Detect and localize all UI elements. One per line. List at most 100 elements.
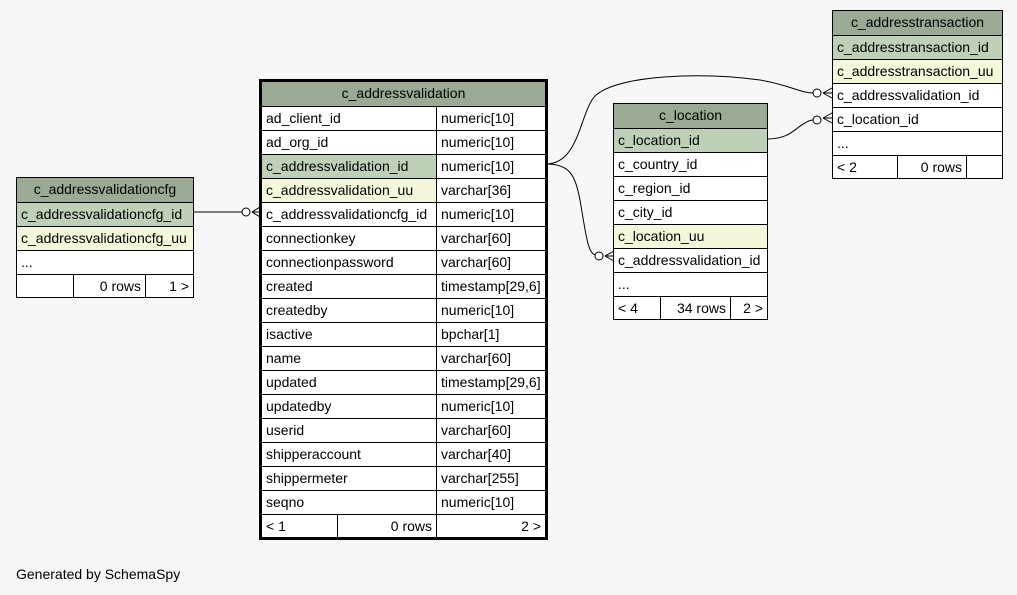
column-type: numeric[10] (436, 131, 545, 154)
column-name: c_addressvalidationcfg_uu (17, 227, 193, 250)
table-header: c_location (614, 104, 767, 128)
edge-addressvalidation-to-addresstransaction (545, 75, 815, 165)
column-row[interactable]: c_location_id (833, 107, 1002, 131)
column-row[interactable]: c_addressvalidation_id (614, 248, 767, 272)
table-c-addresstransaction[interactable]: c_addresstransaction c_addresstransactio… (832, 10, 1003, 179)
column-row[interactable]: c_addresstransaction_id (833, 35, 1002, 59)
column-name: c_location_id (837, 111, 919, 127)
table-c-addressvalidation[interactable]: c_addressvalidation ad_client_id numeric[… (259, 79, 548, 540)
column-type: bpchar[1] (436, 323, 545, 346)
column-name: seqno (266, 494, 305, 510)
edge-crowfoot-marker (604, 250, 615, 262)
column-name: c_addressvalidation_uu (262, 179, 436, 202)
column-type: numeric[10] (436, 299, 545, 322)
column-row[interactable]: c_location_uu (614, 224, 767, 248)
column-row[interactable]: c_country_id (614, 152, 767, 176)
footer-children-link[interactable]: 2 > (730, 297, 767, 320)
column-name: shipperaccount (266, 446, 361, 462)
column-name: c_city_id (618, 204, 673, 220)
column-row[interactable]: shipperaccount varchar[40] (262, 442, 545, 466)
column-name: c_addressvalidation_id (618, 252, 761, 268)
edge-location-to-addresstransaction (766, 119, 815, 140)
column-name: c_addressvalidationcfg_id (266, 206, 428, 222)
table-footer: 0 rows 1 > (17, 274, 193, 298)
column-row[interactable]: c_city_id (614, 200, 767, 224)
column-name: ... (618, 276, 630, 292)
column-row[interactable]: createdby numeric[10] (262, 298, 545, 322)
column-name: ad_org_id (266, 134, 329, 150)
footer-parents-link[interactable]: < 4 (618, 300, 638, 316)
column-type: numeric[10] (436, 107, 545, 130)
column-name: created (266, 278, 313, 294)
column-row[interactable]: connectionkey varchar[60] (262, 226, 545, 250)
column-name: c_addressvalidation_id (837, 87, 980, 103)
column-row[interactable]: created timestamp[29,6] (262, 274, 545, 298)
table-name: c_location (614, 104, 767, 128)
column-row[interactable]: updatedby numeric[10] (262, 394, 545, 418)
column-type: timestamp[29,6] (436, 275, 545, 298)
table-c-location[interactable]: c_location c_location_id c_country_id c_… (613, 103, 768, 320)
column-row[interactable]: c_addressvalidationcfg_uu (17, 226, 193, 250)
column-name: c_location_id (614, 129, 767, 152)
table-footer: < 2 0 rows (833, 155, 1002, 179)
column-type: varchar[60] (436, 419, 545, 442)
column-type: numeric[10] (436, 491, 545, 514)
table-name: c_addresstransaction (833, 11, 1002, 35)
column-row[interactable]: ... (17, 250, 193, 274)
column-name: connectionkey (266, 230, 356, 246)
footer-row-count: 34 rows (660, 297, 730, 320)
table-c-addressvalidationcfg[interactable]: c_addressvalidationcfg c_addressvalidati… (16, 177, 194, 298)
column-name: ... (21, 254, 33, 270)
column-row[interactable]: c_addressvalidationcfg_id (17, 202, 193, 226)
column-name: ... (837, 135, 849, 151)
column-type: numeric[10] (436, 395, 545, 418)
column-name: c_addresstransaction_id (833, 36, 1002, 59)
generated-by-text: Generated by SchemaSpy (16, 566, 181, 582)
table-name: c_addressvalidationcfg (17, 178, 193, 202)
footer-row-count: 0 rows (337, 515, 436, 538)
column-row[interactable]: seqno numeric[10] (262, 490, 545, 514)
column-name: updatedby (266, 398, 332, 414)
footer-parents-link[interactable]: < 1 (266, 518, 286, 534)
column-row[interactable]: ... (833, 131, 1002, 155)
edge-crowfoot-marker (822, 87, 833, 99)
footer-row-count: 0 rows (73, 275, 145, 298)
column-name: c_addresstransaction_uu (833, 60, 1002, 83)
table-header: c_addressvalidation (262, 82, 545, 106)
column-row[interactable]: ad_org_id numeric[10] (262, 130, 545, 154)
edge-crowfoot-marker (251, 206, 261, 218)
column-row[interactable]: c_addressvalidation_id (833, 83, 1002, 107)
column-type: varchar[60] (436, 227, 545, 250)
column-row[interactable]: ... (614, 272, 767, 296)
column-name: c_country_id (618, 156, 698, 172)
column-row[interactable]: c_location_id (614, 128, 767, 152)
edge-optional-marker (241, 207, 251, 217)
footer-children-link[interactable] (966, 156, 1002, 179)
column-name: createdby (266, 302, 328, 318)
column-row[interactable]: c_region_id (614, 176, 767, 200)
footer-children-link[interactable]: 1 > (145, 275, 193, 298)
footer-children-link[interactable]: 2 > (436, 515, 545, 538)
footer-parents-link[interactable] (17, 275, 73, 298)
column-name: name (266, 350, 302, 366)
edge-crowfoot-marker (822, 112, 833, 124)
footer-parents-link[interactable]: < 2 (837, 159, 857, 175)
column-row[interactable]: ad_client_id numeric[10] (262, 106, 545, 130)
table-header: c_addressvalidationcfg (17, 178, 193, 202)
column-type: varchar[40] (436, 443, 545, 466)
column-row[interactable]: name varchar[60] (262, 346, 545, 370)
column-row[interactable]: c_addresstransaction_uu (833, 59, 1002, 83)
table-footer: < 4 34 rows 2 > (614, 296, 767, 320)
column-name: c_addressvalidation_id (262, 155, 436, 178)
column-name: ad_client_id (266, 110, 341, 126)
edge-addressvalidation-to-location (545, 163, 597, 256)
column-type: varchar[60] (436, 347, 545, 370)
